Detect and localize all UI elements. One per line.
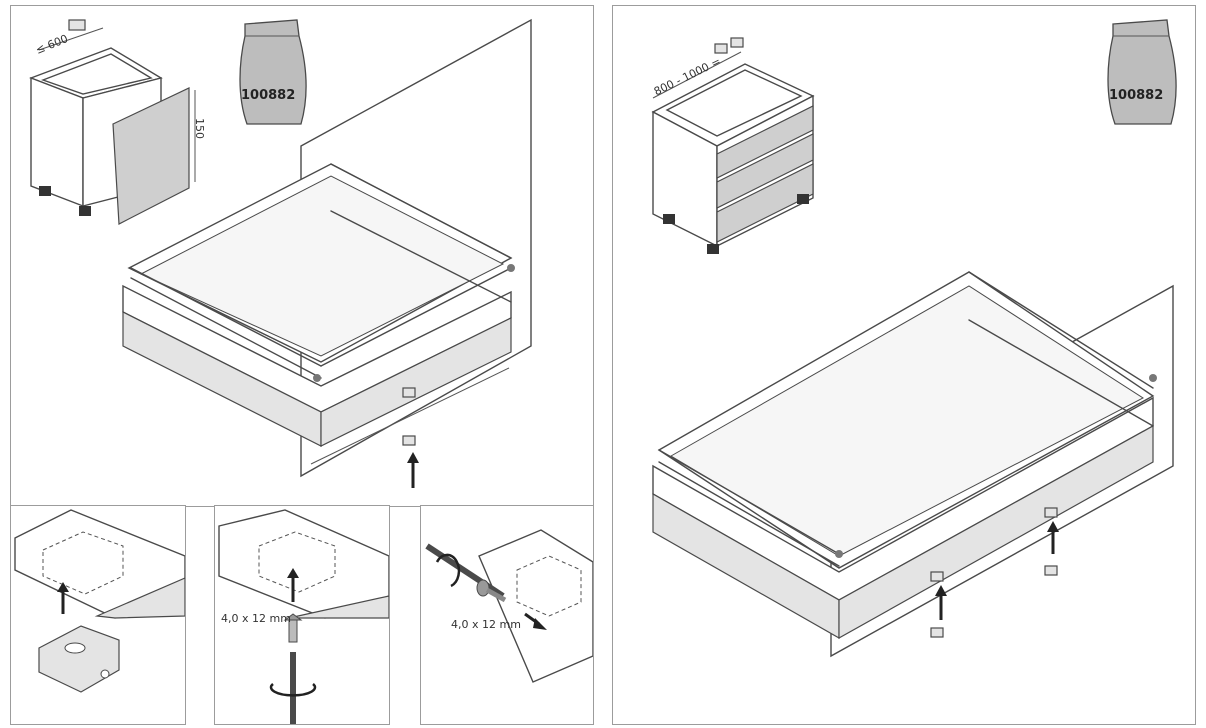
- up-arrow-icon: [57, 582, 69, 614]
- screw-size-label-2: 4,0 x 12 mm: [451, 618, 521, 631]
- up-arrow-icon: [407, 452, 419, 488]
- drawer-box: [122, 163, 515, 465]
- bracket-attach-illustration: [14, 509, 185, 693]
- rotate-arrow-icon: [269, 683, 317, 697]
- cabinet-icon-wide: [651, 37, 815, 254]
- bracket-icon: [930, 627, 944, 638]
- hardware-bag-icon: [239, 19, 307, 125]
- detail-panel-bracket: [10, 505, 186, 725]
- screw-horizontal-illustration: [425, 529, 593, 683]
- up-arrow-icon: [1047, 521, 1059, 554]
- hardware-bag-icon: [1107, 19, 1177, 125]
- left-instruction-panel: 100882 ≤ 600 150: [10, 5, 594, 507]
- drawer-box: [652, 271, 1157, 640]
- up-arrow-icon: [287, 568, 299, 602]
- up-arrow-icon: [935, 585, 947, 620]
- screw-icon: [476, 579, 507, 603]
- drawer-assembly-illustration-right: [651, 19, 1177, 658]
- bracket-icon: [402, 435, 416, 446]
- detail-panel-screw-horizontal: 4,0 x 12 mm: [420, 505, 594, 725]
- cabinet-icon-small: [29, 19, 196, 225]
- screw-size-label: 4,0 x 12 mm: [221, 612, 291, 625]
- cabinet-height-label: 150: [193, 118, 206, 139]
- right-instruction-panel: 100882 800 - 1000 =: [612, 5, 1196, 725]
- rotate-arrow-icon: [435, 553, 461, 588]
- bag-number-label: 100882: [1109, 88, 1164, 103]
- bracket-icon: [1044, 565, 1058, 576]
- bag-number-label: 100882: [241, 88, 296, 103]
- bracket-icon: [1044, 507, 1058, 518]
- screwdriver-icon: [269, 652, 317, 724]
- bracket-icon: [402, 387, 416, 398]
- screwdriver-icon: [425, 543, 505, 599]
- drawer-assembly-illustration-left: [29, 18, 532, 488]
- detail-panel-screw-vertical: 4,0 x 12 mm: [214, 505, 390, 725]
- bracket-icon: [38, 625, 120, 693]
- screw-vertical-illustration: [218, 509, 389, 724]
- bracket-icon: [930, 571, 944, 582]
- up-arrow-icon: [524, 612, 547, 630]
- screw-icon: [283, 613, 303, 643]
